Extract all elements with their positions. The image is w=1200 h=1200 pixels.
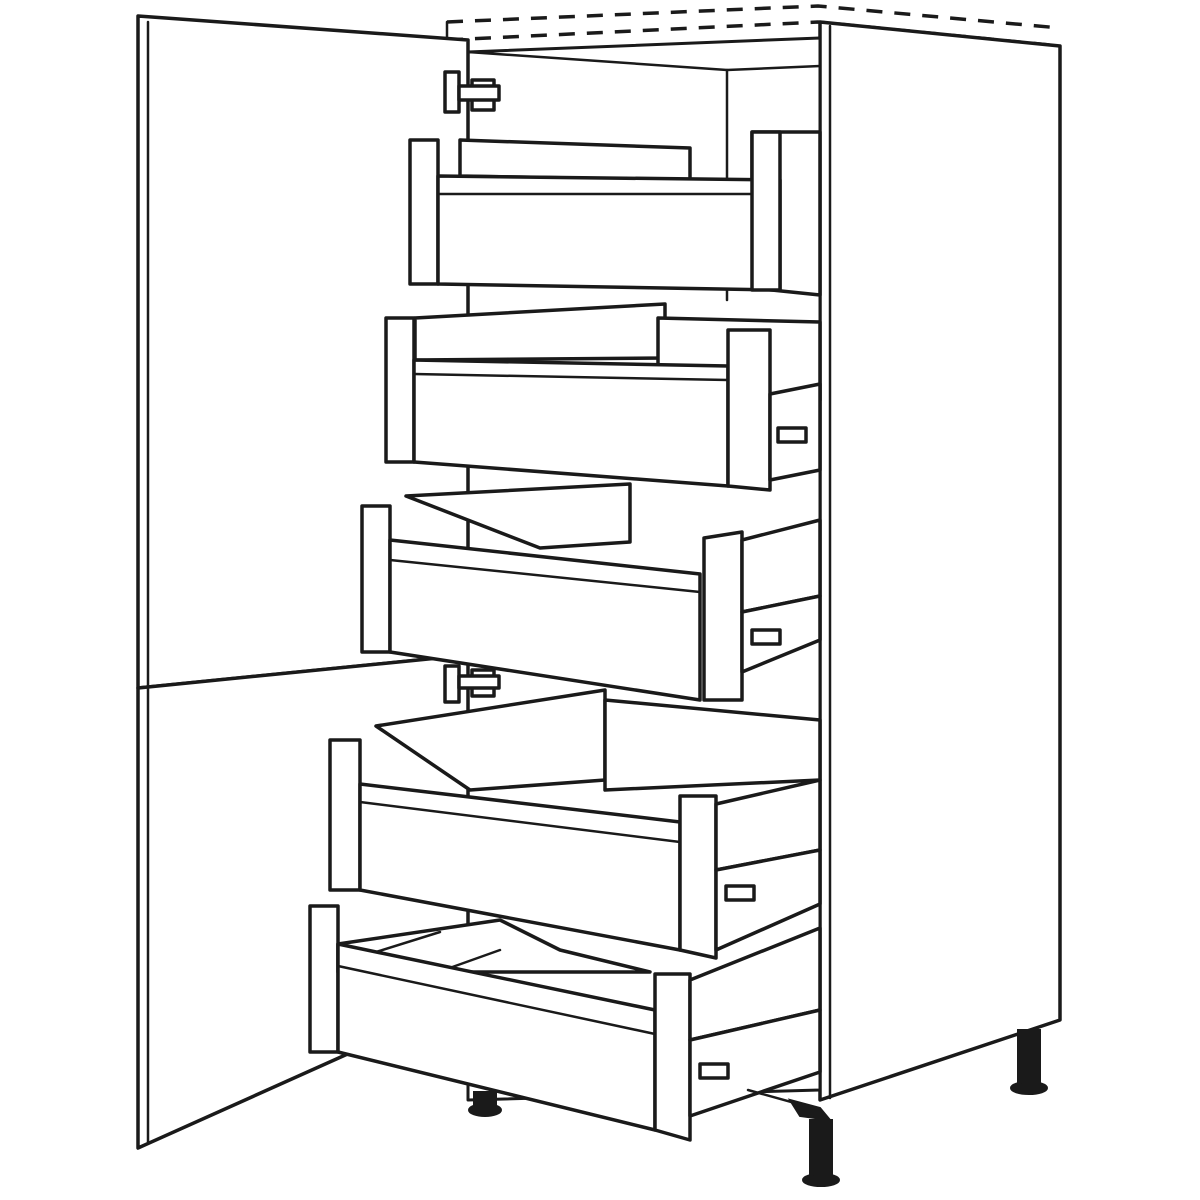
cabinet-side-panel bbox=[818, 20, 1062, 1102]
leg-icon bbox=[468, 1091, 502, 1117]
drawer-3 bbox=[360, 482, 822, 702]
leg-icon bbox=[1010, 1029, 1048, 1095]
drawer-2 bbox=[384, 302, 822, 492]
plinth-rail bbox=[746, 1088, 822, 1112]
drawer-1 bbox=[408, 130, 822, 297]
drawer-5 bbox=[308, 904, 822, 1142]
hinge-icon bbox=[443, 664, 501, 704]
drawer-4 bbox=[328, 688, 822, 960]
hinge-icon bbox=[443, 70, 501, 114]
leg-icon bbox=[787, 1098, 840, 1187]
